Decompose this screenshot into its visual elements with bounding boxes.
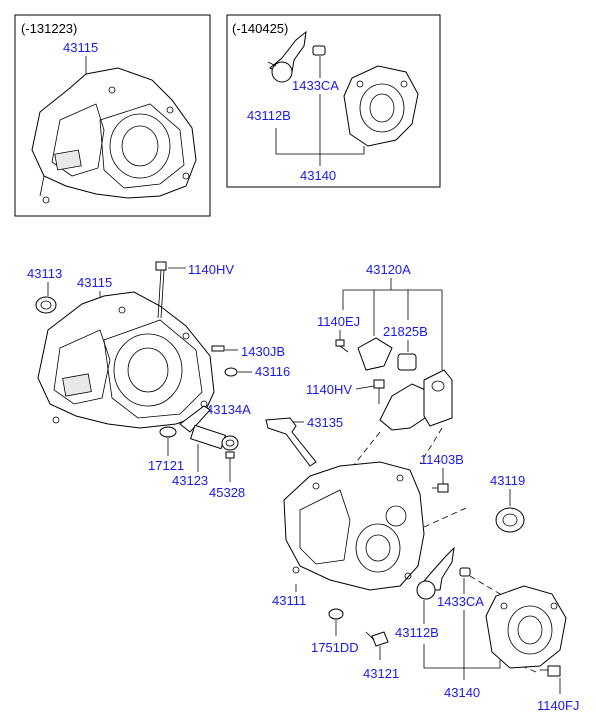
label-21825B[interactable]: 21825B <box>383 324 428 339</box>
ring-illustration <box>159 426 177 438</box>
dashed-connector <box>469 575 511 601</box>
label-43115[interactable]: 43115 <box>77 275 112 290</box>
leader-line <box>343 289 443 370</box>
label-43123[interactable]: 43123 <box>172 473 208 488</box>
label-43111[interactable]: 43111 <box>272 593 306 608</box>
label-43120A[interactable]: 43120A <box>366 262 411 277</box>
label-43140[interactable]: 43140 <box>444 685 480 700</box>
bolt-illustration <box>432 483 449 493</box>
inset-right-date-code: (-140425) <box>232 21 288 36</box>
label-43112B[interactable]: 43112B <box>395 625 439 640</box>
transmission-case-illustration <box>283 461 425 591</box>
label-1140FJ[interactable]: 1140FJ <box>537 698 579 713</box>
rubber-bush-illustration <box>397 353 417 371</box>
main-left-group: 43113 43115 1140HV <box>27 261 290 500</box>
inset-right: (-140425) 1433CA 43112B 43140 <box>226 14 441 188</box>
label-1430JB[interactable]: 1430JB <box>241 344 285 359</box>
inset-left: (-131223) 43115 <box>14 14 211 217</box>
label-43119[interactable]: 43119 <box>490 473 525 488</box>
cover-illustration <box>485 585 567 669</box>
dashed-connector <box>349 431 381 471</box>
screw-illustration <box>225 451 235 468</box>
label-11403B[interactable]: 11403B <box>420 452 464 467</box>
pin-illustration <box>459 567 471 577</box>
bolt-illustration <box>155 261 167 319</box>
inset-left-label-43115[interactable]: 43115 <box>63 40 98 55</box>
pin-illustration <box>211 345 225 352</box>
inset-left-frame <box>14 14 211 217</box>
bracket-illustration <box>357 337 393 371</box>
label-1433CA[interactable]: 1433CA <box>437 594 484 609</box>
inset-left-date-code: (-131223) <box>21 21 77 36</box>
bracket-illustration <box>265 417 317 467</box>
label-43134A[interactable]: 43134A <box>206 402 251 417</box>
inset-right-label-43140[interactable]: 43140 <box>300 168 336 183</box>
label-1140HV-mid[interactable]: 1140HV <box>306 382 352 397</box>
label-1751DD[interactable]: 1751DD <box>311 640 359 655</box>
inset-right-label-1433CA[interactable]: 1433CA <box>292 78 339 93</box>
bracket-illustration <box>267 30 307 83</box>
inset-right-label-43112B[interactable]: 43112B <box>247 108 291 123</box>
mount-bracket-illustration <box>379 369 453 431</box>
label-43113[interactable]: 43113 <box>27 266 62 281</box>
oil-seal-illustration <box>35 296 57 314</box>
bracket-illustration <box>416 546 455 600</box>
mount-group: 43120A 1140EJ 21825B 1140HV 4 <box>265 262 453 467</box>
label-1140HV-top[interactable]: 1140HV <box>188 262 234 277</box>
dashed-connector <box>421 507 467 529</box>
washer-illustration <box>328 608 344 620</box>
pin-illustration <box>312 45 326 56</box>
label-43135[interactable]: 43135 <box>307 415 343 430</box>
drain-plug-illustration <box>365 631 389 647</box>
inset-right-frame <box>226 14 441 188</box>
label-43116[interactable]: 43116 <box>255 364 290 379</box>
dashed-connector <box>419 427 443 465</box>
label-43121[interactable]: 43121 <box>363 666 399 681</box>
bracket-illustration <box>179 405 239 451</box>
label-1140EJ[interactable]: 1140EJ <box>317 314 360 329</box>
label-17121[interactable]: 17121 <box>148 458 184 473</box>
washer-illustration <box>224 367 238 377</box>
oil-seal-illustration <box>495 507 525 533</box>
transmission-case-illustration <box>37 291 215 429</box>
bolt-illustration <box>373 379 385 404</box>
bolt-illustration <box>335 339 349 353</box>
leader-line <box>423 644 501 669</box>
main-right-group: 43111 11403B 43119 1751DD 43121 <box>272 452 579 713</box>
bolt-illustration <box>540 665 561 677</box>
cover-illustration <box>343 65 419 147</box>
leader-line <box>355 385 375 390</box>
label-45328[interactable]: 45328 <box>209 485 245 500</box>
transmission-case-illustration <box>31 67 197 204</box>
